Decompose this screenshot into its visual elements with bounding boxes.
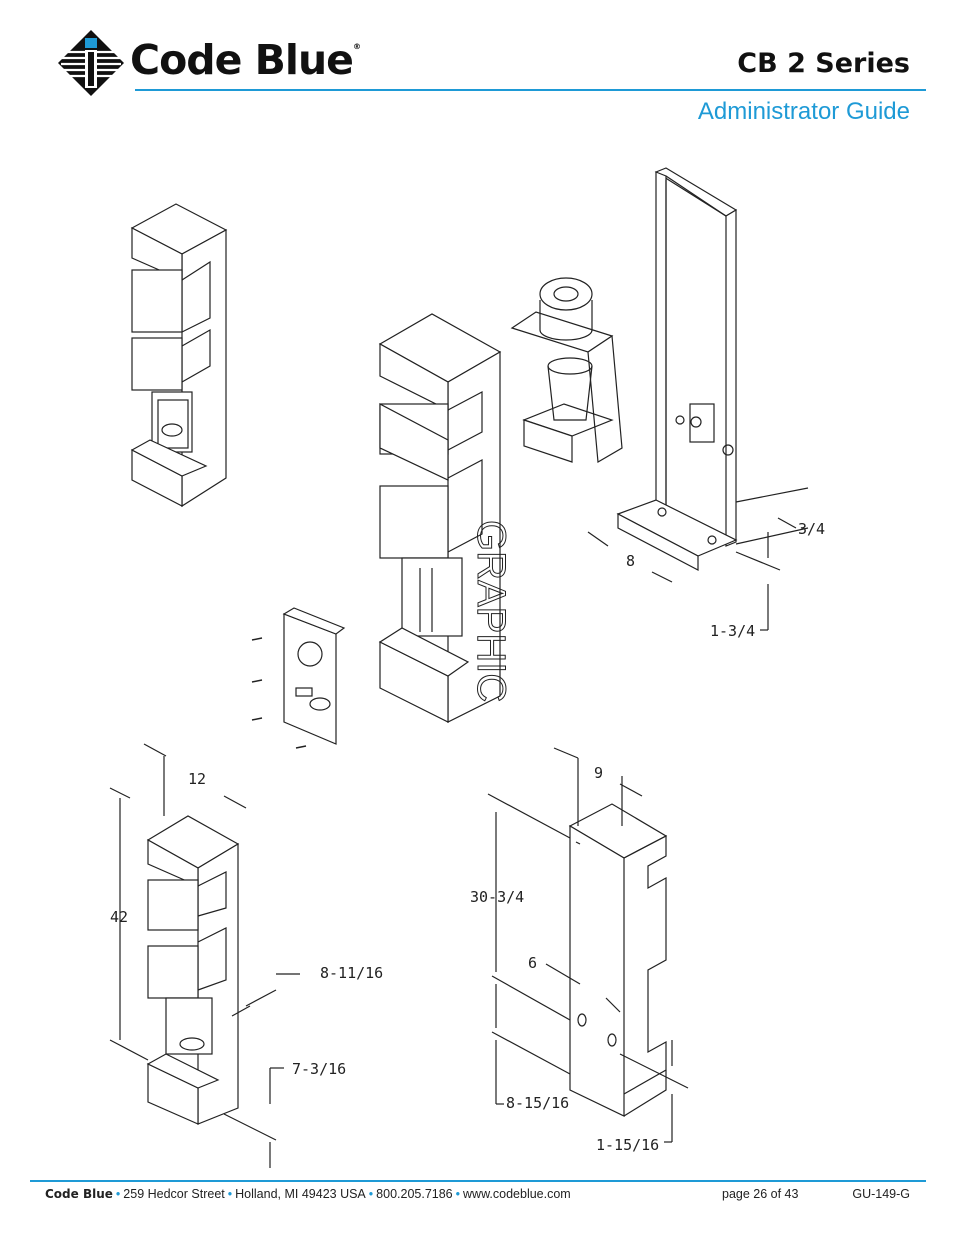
mounting-frame-view <box>616 167 738 571</box>
footer-address: 259 Hedcor Street <box>123 1187 225 1201</box>
dimensioned-tower-front-view <box>146 815 240 1125</box>
footer-separator: • <box>368 1187 374 1201</box>
dim-3-4: 3/4 <box>798 520 825 538</box>
header-divider <box>135 89 926 91</box>
page-number: page 26 of 43 <box>722 1187 799 1201</box>
series-title: CB 2 Series <box>737 48 910 79</box>
code-blue-logo: Code Blue® <box>56 28 406 98</box>
faceplate-view <box>251 607 346 749</box>
footer-separator: • <box>227 1187 233 1201</box>
side-view-dimensions <box>487 747 689 1143</box>
footer-separator: • <box>455 1187 461 1201</box>
footer-phone: 800.205.7186 <box>376 1187 453 1201</box>
frame-dimensions <box>587 487 809 631</box>
footer-city: Holland, MI 49423 USA <box>235 1187 366 1201</box>
footer-separator: • <box>115 1187 121 1201</box>
dim-8: 8 <box>626 552 635 570</box>
front-view-dimensions <box>109 743 300 1168</box>
graphic-side-label: GRAPHIC <box>469 520 513 702</box>
footer-brand: Code Blue <box>45 1187 113 1201</box>
footer-contact: Code Blue•259 Hedcor Street•Holland, MI … <box>45 1187 571 1201</box>
dim-9: 9 <box>594 764 603 782</box>
footer-website: www.codeblue.com <box>463 1187 571 1201</box>
dim-1-15-16: 1-15/16 <box>596 1136 659 1154</box>
dim-8-11-16: 8-11/16 <box>320 964 383 982</box>
code-blue-emblem-icon <box>58 30 124 96</box>
brand-wordmark: Code Blue® <box>130 36 361 84</box>
dim-12: 12 <box>188 770 206 788</box>
dim-1-3-4: 1-3/4 <box>710 622 755 640</box>
document-id: GU-149-G <box>852 1187 910 1201</box>
dim-6: 6 <box>528 954 537 972</box>
graphic-tower-view: GRAPHIC <box>378 313 514 723</box>
footer-divider <box>30 1180 926 1182</box>
dim-30-3-4: 30-3/4 <box>470 888 524 906</box>
dim-42: 42 <box>110 908 128 926</box>
dim-7-3-16: 7-3/16 <box>292 1060 346 1078</box>
dim-8-15-16: 8-15/16 <box>506 1094 569 1112</box>
guide-title: Administrator Guide <box>697 98 910 125</box>
small-tower-view <box>130 203 228 508</box>
beacon-assembly-view <box>510 277 623 463</box>
